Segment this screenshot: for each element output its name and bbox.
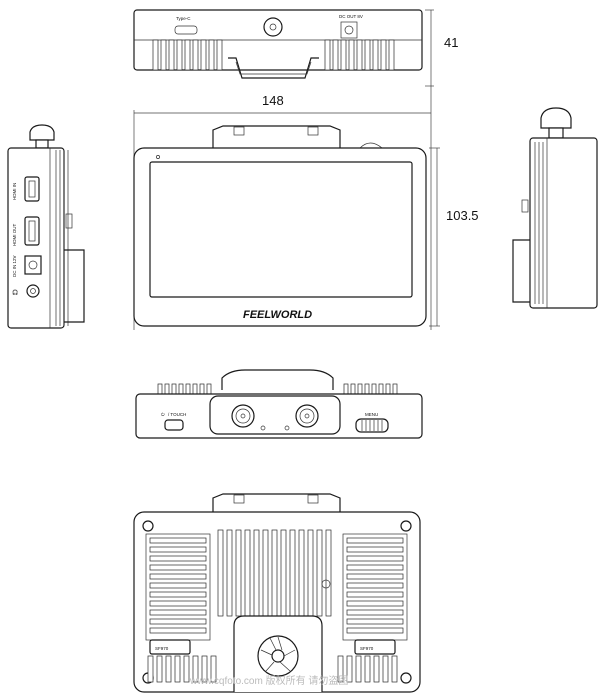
dimension-depth: 41 [444,35,458,50]
monitor-body [133,147,427,327]
top-fins-left [152,39,223,71]
dcout-label: DC OUT 8V [339,14,363,19]
screw-icon [400,672,412,684]
screw-icon [400,520,412,532]
bottom-fins [157,383,398,395]
left-side-view: HDMI IN HDMI OUT DC IN 12V 🎧 [7,124,85,329]
headphone-icon: 🎧 [12,289,18,296]
model-label-right: SF970 [360,646,374,651]
menu-label: MENU [365,412,378,417]
back-fins-right [346,537,404,634]
dimension-width: 148 [262,93,284,108]
left-side-fins [55,150,69,326]
back-fins-lower [147,655,398,683]
dimension-height: 103.5 [446,208,479,223]
hdmi-in-port-icon [24,176,40,202]
right-side-fins [534,142,544,304]
watermark-text: www.cqfoto.com 版权所有 请勿盗图 [189,674,348,687]
front-brand-logo: FEELWORLD [243,309,312,321]
knob-icon [29,124,55,141]
power-touch-button[interactable] [164,419,184,431]
typec-label: Type-C [176,16,191,21]
hdmi-in-label: HDMI IN [12,183,17,200]
hdmi-out-port-icon [24,216,40,246]
hdmi-out-label: HDMI OUT [12,224,17,246]
screw-icon [142,520,154,532]
back-fins-left [149,537,207,634]
power-icon: ⏻ [161,412,165,417]
dc-in-port-icon [24,255,42,275]
light-sensor-icon [156,155,160,159]
mount-hole-icon [263,17,283,37]
headphone-jack-icon [26,284,40,298]
top-fins-right [324,39,395,71]
top-view: Type-C DC OUT 8V 41 [133,9,458,87]
knob-right-icon [540,107,572,129]
typec-port-icon [174,25,198,35]
dc-in-label: DC IN 12V [12,255,17,277]
model-label-left: SF970 [155,646,169,651]
cooling-fan-icon [257,635,299,677]
right-side-view [512,107,598,309]
bottom-view: ⏻ / TOUCH MENU [135,369,423,439]
dc-out-port-icon [340,21,358,39]
touch-label: / TOUCH [168,412,186,417]
sdi-out-connector-icon [295,404,319,428]
front-view: FEELWORLD 103.5 [133,125,479,327]
monitor-screen [149,161,413,298]
sdi-in-connector-icon [231,404,255,428]
menu-jog-wheel[interactable] [355,418,389,433]
back-view: SF970 SF970 [133,493,421,693]
